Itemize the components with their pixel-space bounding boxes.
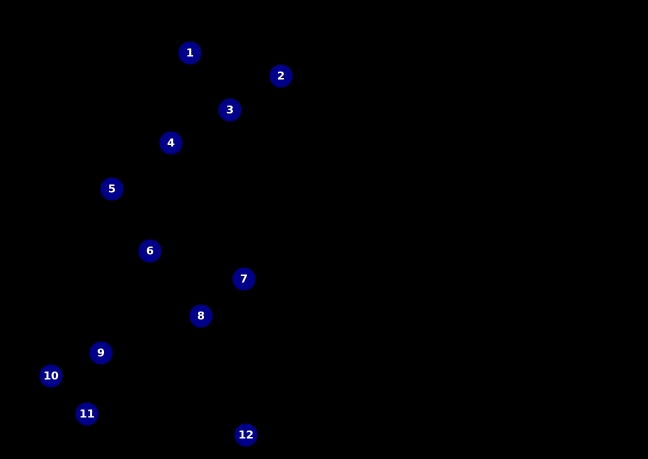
node-marker-2[interactable]: 2	[269, 64, 293, 88]
node-marker-4[interactable]: 4	[159, 131, 183, 155]
node-marker-7[interactable]: 7	[232, 267, 256, 291]
node-marker-5[interactable]: 5	[100, 177, 124, 201]
node-marker-12[interactable]: 12	[234, 423, 258, 447]
node-marker-11[interactable]: 11	[75, 402, 99, 426]
node-marker-10[interactable]: 10	[39, 364, 63, 388]
node-marker-3[interactable]: 3	[218, 98, 242, 122]
node-marker-6[interactable]: 6	[138, 239, 162, 263]
node-marker-9[interactable]: 9	[89, 341, 113, 365]
node-marker-1[interactable]: 1	[178, 41, 202, 65]
node-marker-8[interactable]: 8	[189, 304, 213, 328]
